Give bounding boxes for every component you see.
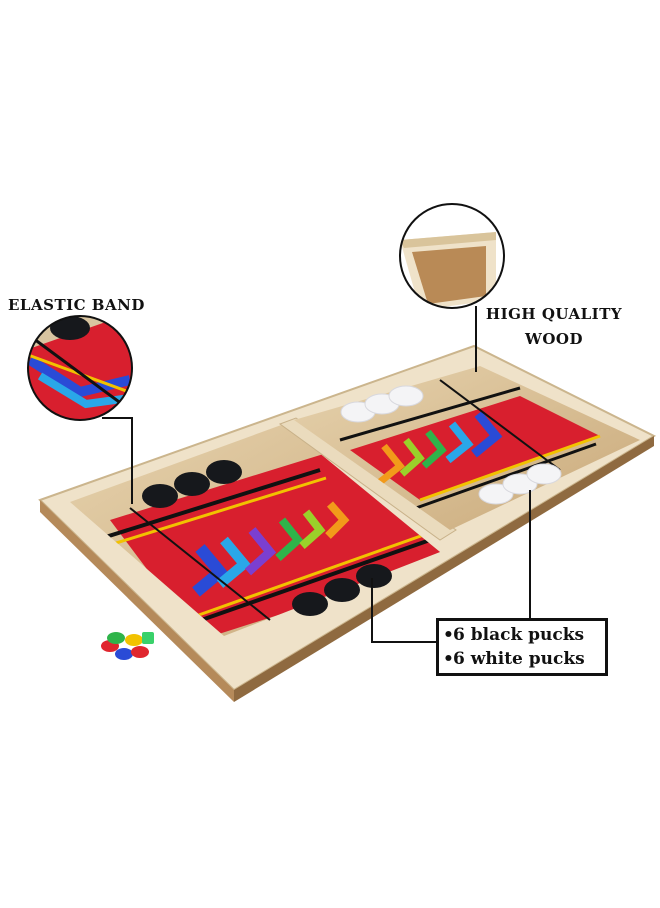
center-divider: [278, 417, 457, 541]
white-pucks: [340, 385, 562, 505]
callout-line-elastic: [102, 417, 133, 504]
black-pucks-line: •6 black pucks: [443, 623, 601, 647]
pucks-callout-box: •6 black pucks •6 white pucks: [436, 618, 608, 676]
high-quality-wood-label: High Quality Wood: [470, 302, 638, 352]
dice: [142, 632, 154, 644]
white-pucks-line: •6 white pucks: [443, 647, 601, 671]
right-chevrons: [377, 411, 503, 485]
elastic-band-zoom: [27, 315, 133, 421]
left-red-graphic: [110, 452, 440, 636]
black-pucks: [142, 460, 392, 616]
elastic-band-right: [439, 379, 561, 471]
wood-label-line2: Wood: [525, 330, 583, 348]
colored-tokens: [101, 632, 154, 660]
callout-line-pucks: [371, 578, 436, 643]
bullet-icon: •: [443, 649, 454, 669]
wood-corner-zoom: [399, 203, 505, 309]
white-pucks-text: 6 white pucks: [453, 649, 585, 669]
bullet-icon: •: [443, 625, 454, 645]
elastic-band-left: [129, 507, 271, 621]
board-frame-side: [40, 500, 234, 702]
wood-label-line1: High Quality: [485, 305, 623, 323]
board-frame-front: [234, 436, 654, 702]
left-chevrons: [192, 501, 350, 597]
elastic-band-label: Elastic Band: [8, 296, 145, 314]
black-pucks-text: 6 black pucks: [453, 625, 585, 645]
